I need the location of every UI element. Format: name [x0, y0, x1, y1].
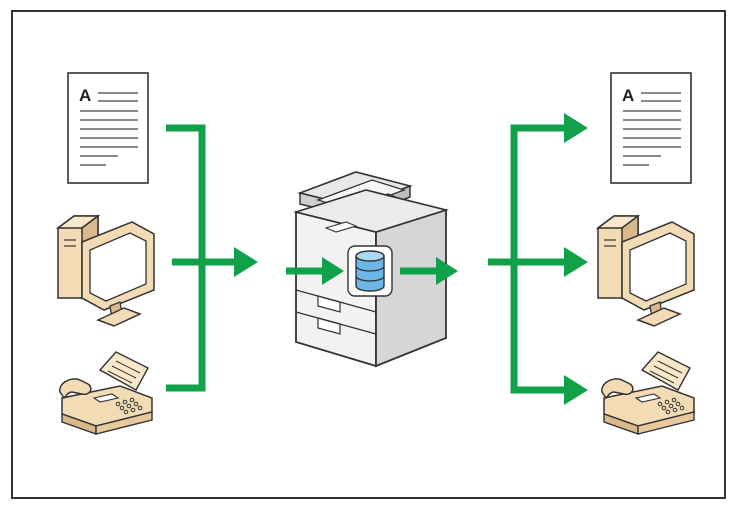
- database-icon: [347, 245, 393, 297]
- center-in-arrow: [286, 257, 344, 285]
- output-document-icon: A: [610, 72, 692, 184]
- output-arrow-bottom-icon: [564, 375, 588, 405]
- output-arrow-top-icon: [564, 113, 588, 143]
- output-split-bracket: [488, 124, 568, 394]
- output-arrow-middle-icon: [564, 247, 588, 277]
- merge-arrow-icon: [234, 247, 258, 277]
- input-document-icon: A: [67, 72, 149, 184]
- document-letter: A: [79, 86, 91, 105]
- input-merge-bracket: [166, 124, 236, 392]
- document-letter: A: [622, 86, 634, 105]
- center-out-arrow: [400, 257, 458, 285]
